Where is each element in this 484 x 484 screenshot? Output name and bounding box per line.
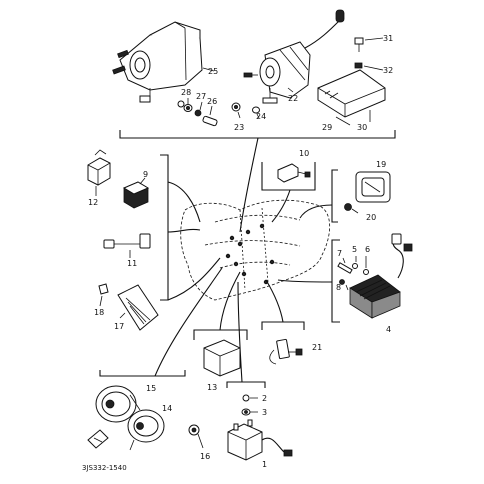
label-11: 11 xyxy=(127,259,137,268)
bolt-20 xyxy=(344,203,359,214)
label-1: 1 xyxy=(262,460,267,469)
connector-10 xyxy=(277,163,311,183)
label-13: 13 xyxy=(207,383,217,392)
frame-outline xyxy=(180,199,331,301)
label-5: 5 xyxy=(352,245,357,254)
label-24: 24 xyxy=(256,112,266,121)
label-25: 25 xyxy=(208,67,218,76)
harness-connection-points xyxy=(225,223,275,285)
label-2: 2 xyxy=(262,394,267,403)
ignitor-unit-17 xyxy=(117,284,159,331)
leader-4 xyxy=(277,279,333,283)
horn-bracket xyxy=(99,370,186,377)
bolts-5-6-7-8 xyxy=(337,256,369,291)
label-27: 27 xyxy=(196,92,206,101)
label-12: 12 xyxy=(88,198,98,207)
leader-10 xyxy=(271,189,291,223)
label-4: 4 xyxy=(386,325,391,334)
flasher-relay-9 xyxy=(122,177,150,209)
reflector-lamp-19 xyxy=(355,171,391,203)
horn-14 xyxy=(127,409,165,451)
label-8: 8 xyxy=(336,283,341,292)
label-18: 18 xyxy=(94,308,104,317)
label-29: 29 xyxy=(322,123,332,132)
label-9: 9 xyxy=(143,170,148,179)
label-28: 28 xyxy=(181,88,191,97)
label-6: 6 xyxy=(365,245,370,254)
top-group-leader xyxy=(239,137,259,233)
grommet-18 xyxy=(98,283,109,307)
leader-21 xyxy=(265,279,284,323)
label-3: 3 xyxy=(262,408,267,417)
diagram-code: 3JS332-1540 xyxy=(82,464,127,472)
nut-washer-23-24 xyxy=(231,102,260,119)
relay-12 xyxy=(87,149,111,196)
horn-15 xyxy=(95,385,141,423)
left-leader-9 xyxy=(167,181,201,223)
label-17: 17 xyxy=(114,322,124,331)
right-lower-bracket xyxy=(331,239,340,323)
left-leader-17 xyxy=(167,257,221,301)
servo-motor-assembly xyxy=(112,21,215,103)
label-7: 7 xyxy=(337,249,342,258)
relay-13 xyxy=(203,339,241,377)
starter-relay-bracket xyxy=(226,381,266,388)
cable-actuator xyxy=(243,9,345,104)
label-22: 22 xyxy=(288,94,298,103)
horn-bracket-piece xyxy=(87,429,109,449)
rectifier-regulator-4 xyxy=(349,233,413,319)
label-26: 26 xyxy=(207,97,217,106)
leader-13 xyxy=(219,271,241,331)
starter-relay-1 xyxy=(227,419,293,461)
left-leader-11 xyxy=(167,228,201,233)
group-bracket-21 xyxy=(261,321,305,330)
label-15: 15 xyxy=(146,384,156,393)
nut-washer-2-3 xyxy=(241,394,258,416)
bolt-16 xyxy=(188,424,204,449)
sub-harness-11 xyxy=(103,233,151,258)
control-unit xyxy=(317,37,386,126)
washer-bolt-set-26-28 xyxy=(177,98,218,127)
label-16: 16 xyxy=(200,452,210,461)
fuse-holder-21 xyxy=(269,338,303,365)
top-group-bracket xyxy=(119,130,396,139)
label-23: 23 xyxy=(234,123,244,132)
label-10: 10 xyxy=(299,149,309,158)
label-19: 19 xyxy=(376,160,386,169)
label-32: 32 xyxy=(383,66,393,75)
leader-horn xyxy=(154,267,223,377)
label-14: 14 xyxy=(162,404,172,413)
label-20: 20 xyxy=(366,213,376,222)
leader-starter xyxy=(237,281,243,383)
label-31: 31 xyxy=(383,34,393,43)
label-30: 30 xyxy=(357,123,367,132)
right-upper-bracket xyxy=(331,169,338,223)
group-bracket-10 xyxy=(261,162,316,191)
label-21: 21 xyxy=(312,343,322,352)
leader-19 xyxy=(299,204,333,219)
left-group-bracket xyxy=(160,154,169,301)
